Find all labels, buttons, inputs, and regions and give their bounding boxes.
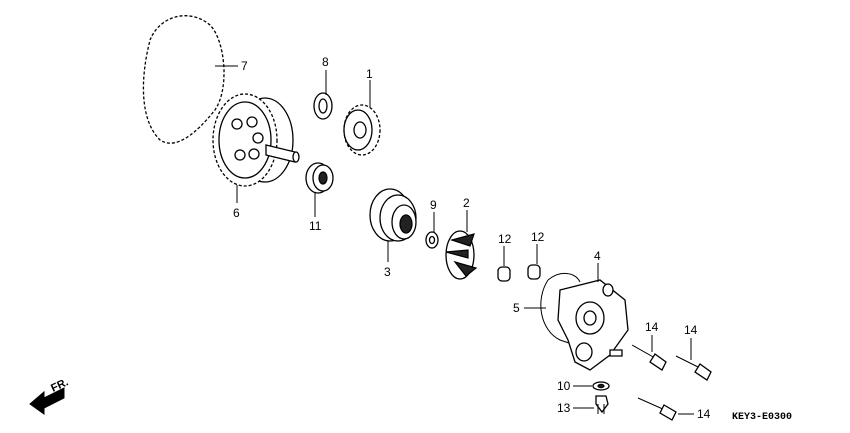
callout-4: 4 bbox=[594, 249, 601, 263]
leader-lines bbox=[215, 65, 694, 415]
callout-5: 5 bbox=[513, 301, 520, 315]
part-bolt-c[interactable] bbox=[637, 397, 677, 421]
part-sealing-washer[interactable] bbox=[592, 381, 610, 391]
part-dowel-pin-b[interactable] bbox=[527, 264, 541, 280]
callout-14-c: 14 bbox=[697, 407, 711, 421]
callout-10: 10 bbox=[557, 379, 571, 393]
callout-2: 2 bbox=[463, 196, 470, 210]
part-pump-cover[interactable] bbox=[557, 279, 629, 371]
front-direction-arrow: FR. bbox=[29, 376, 70, 415]
callout-1: 1 bbox=[366, 67, 373, 81]
part-belt[interactable] bbox=[142, 14, 226, 145]
part-impeller[interactable] bbox=[445, 230, 478, 280]
part-drain-bolt[interactable] bbox=[595, 395, 609, 414]
part-gear[interactable] bbox=[343, 104, 381, 156]
callout-11: 11 bbox=[309, 219, 322, 233]
part-bolt-a[interactable] bbox=[631, 344, 667, 371]
part-gasket[interactable] bbox=[540, 273, 581, 346]
part-dowel-pin-a[interactable] bbox=[497, 266, 511, 282]
callout-14-a: 14 bbox=[645, 320, 659, 334]
callout-7: 7 bbox=[241, 59, 248, 73]
callout-6: 6 bbox=[233, 206, 240, 220]
part-washer[interactable] bbox=[425, 231, 439, 249]
callout-13: 13 bbox=[557, 401, 571, 415]
callout-9: 9 bbox=[430, 198, 437, 212]
front-label: FR. bbox=[49, 376, 70, 394]
callout-8: 8 bbox=[322, 55, 329, 69]
part-bearing[interactable] bbox=[305, 162, 334, 194]
part-clip[interactable] bbox=[313, 92, 333, 120]
part-pulley[interactable] bbox=[212, 93, 300, 187]
part-bolt-b[interactable] bbox=[675, 355, 712, 381]
callout-12-a: 12 bbox=[498, 232, 512, 246]
part-drive-hub[interactable] bbox=[369, 188, 417, 242]
callout-14-b: 14 bbox=[684, 323, 698, 337]
diagram-code: KEY3-E0300 bbox=[732, 412, 792, 423]
callout-3: 3 bbox=[384, 265, 391, 279]
callout-12-b: 12 bbox=[531, 230, 545, 244]
